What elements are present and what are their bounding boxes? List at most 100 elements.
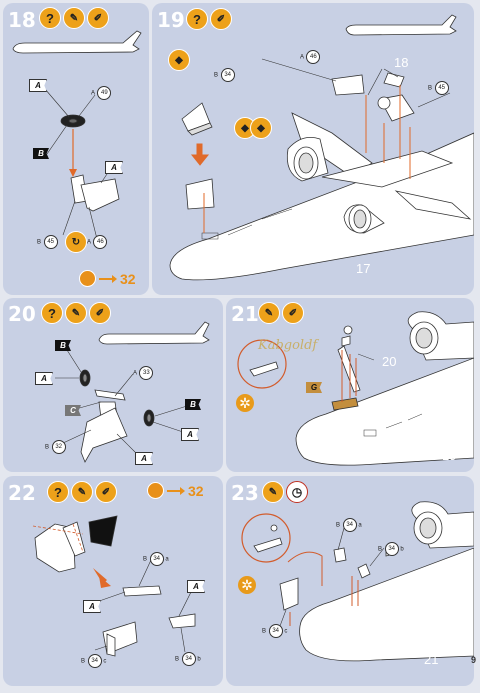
part-number: 45: [434, 81, 449, 95]
step-18-panel: 18 ? ✎ ✐ A B A A 49 B 45 ↻ A 46 32: [3, 3, 149, 295]
reference-icon: [79, 270, 96, 287]
part-ref-a33: A 33: [133, 366, 154, 380]
part-side: B: [175, 656, 180, 663]
part-number: 34: [384, 542, 399, 556]
arrow-icon: [99, 274, 117, 283]
part-ref-b34b: B 34 b: [378, 542, 404, 556]
step-label: 18: [394, 55, 409, 70]
part-side-flag: A: [35, 372, 53, 385]
step-number: 19: [157, 8, 185, 32]
flip-icon: ↻: [65, 231, 87, 253]
part-ref-b34b: B 34 b: [175, 652, 201, 666]
part-suffix: c: [284, 628, 288, 635]
part-side: B: [428, 85, 433, 92]
glue-icon: ✎: [262, 481, 284, 503]
glue-icon: ✎: [258, 302, 280, 324]
part-side-flag: A: [29, 79, 47, 92]
step-19-illustration: [169, 14, 474, 281]
paint-icon: ✐: [282, 302, 304, 324]
glue-icon: ✎: [63, 7, 85, 29]
glue-icon: ✎: [71, 481, 93, 503]
part-number: 46: [306, 50, 321, 64]
page-number: 9: [470, 655, 476, 665]
part-side: B: [45, 444, 50, 451]
step-22-illustration: [32, 515, 196, 657]
part-side: B: [81, 658, 86, 665]
reference-step: 32: [188, 482, 204, 499]
paint-icon: ✐: [89, 302, 111, 324]
part-number: 34: [149, 552, 164, 566]
step-23-illustration: [241, 501, 474, 662]
part-side-flag: G: [306, 382, 322, 393]
part-side: B: [378, 546, 383, 553]
glue-icon: ✎: [65, 302, 87, 324]
part-number: 45: [43, 235, 58, 249]
part-ref-a46: A 46: [87, 235, 108, 249]
clock-icon: ◷: [286, 481, 308, 503]
part-suffix: b: [197, 656, 201, 663]
watermark: Kabgoldf: [258, 338, 318, 353]
step-21-illustration: [237, 311, 474, 466]
part-side: B: [37, 239, 42, 246]
reference-icon: [147, 482, 164, 499]
step-22-panel: 22 ? ✎ ✐ 32 B 34 a A A B 34 c B 34 b: [3, 476, 223, 686]
step-20-panel: 20 ? ✎ ✐ B A C B A A A 33 B 32: [3, 298, 223, 472]
part-ref-b34c: B 34 c: [262, 624, 287, 638]
part-side-flag: B: [55, 340, 71, 351]
step-number: 23: [231, 481, 259, 505]
part-ref-a46: A 46: [300, 50, 321, 64]
part-ref-b34a: B 34 a: [336, 518, 362, 532]
part-side: B: [262, 628, 267, 635]
step-number: 22: [8, 481, 36, 505]
part-side: B: [143, 556, 148, 563]
step-number: 18: [8, 8, 36, 32]
part-number: 34: [220, 68, 235, 82]
paint-icon: ✐: [87, 7, 109, 29]
part-ref-b34c: B 34 c: [81, 654, 106, 668]
part-side: B: [214, 72, 219, 79]
attention-icon: ✲: [236, 394, 254, 412]
part-ref-b32: B 32: [45, 440, 66, 454]
step-label: 17: [356, 261, 371, 276]
step-reference: 32: [147, 482, 204, 499]
part-side: A: [133, 370, 137, 377]
attention-icon: ✲: [238, 576, 256, 594]
arrow-icon: [167, 486, 185, 495]
part-suffix: a: [165, 556, 169, 563]
cement-icon: ◆: [168, 49, 190, 71]
step-19-panel: 19 ? ✐: [152, 3, 474, 295]
help-icon: ?: [41, 302, 63, 324]
part-side-flag: B: [185, 399, 201, 410]
part-side: A: [91, 90, 95, 97]
part-number: 49: [97, 86, 112, 100]
step-reference: 32: [79, 270, 136, 287]
cement-icon: ◆: [250, 117, 272, 139]
part-ref-b34a: B 34 a: [143, 552, 169, 566]
part-ref-a49: A 49: [91, 86, 112, 100]
part-number: 46: [93, 235, 108, 249]
part-number: 34: [342, 518, 357, 532]
help-icon: ?: [39, 7, 61, 29]
part-suffix: b: [400, 546, 404, 553]
paint-icon: ✐: [210, 8, 232, 30]
step-23-panel: 23 ✎ ◷ ✲ B 34 a B 34: [226, 476, 474, 686]
part-side: B: [336, 522, 341, 529]
step-label: 21: [424, 652, 439, 667]
help-icon: ?: [186, 8, 208, 30]
step-20-illustration: [55, 321, 210, 463]
part-number: 34: [87, 654, 102, 668]
part-suffix: a: [358, 522, 362, 529]
part-side-flag: B: [33, 148, 49, 159]
step-label: 20: [382, 354, 397, 369]
part-ref-b45: B 45: [428, 81, 449, 95]
step-number: 20: [8, 302, 36, 326]
reference-step: 32: [120, 270, 136, 287]
step-21-panel: 21 ✎ ✐ ✲ G 20 19: [226, 298, 474, 472]
part-number: 34: [268, 624, 283, 638]
part-ref-b34: B 34: [214, 68, 235, 82]
step-number: 21: [231, 302, 259, 326]
part-suffix: c: [103, 658, 107, 665]
part-number: 34: [181, 652, 196, 666]
step-label: 19: [442, 448, 457, 463]
part-number: 32: [51, 440, 66, 454]
